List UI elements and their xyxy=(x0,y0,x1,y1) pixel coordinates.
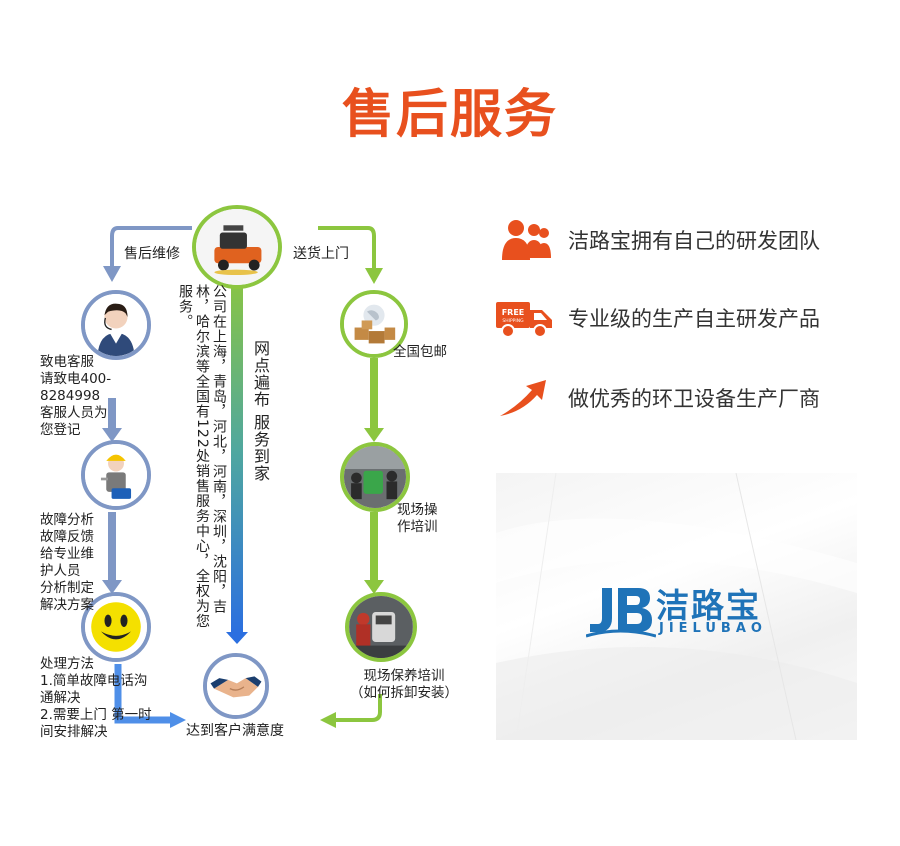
feature-row-manufacturer: 做优秀的环卫设备生产厂商 xyxy=(494,376,874,420)
left-step-call: 致电客服 请致电400- 8284998 客服人员为 您登记 xyxy=(40,354,112,438)
right-branch-arc xyxy=(318,226,376,270)
right-branch-arrowhead xyxy=(365,268,383,284)
left-branch-arc xyxy=(110,226,192,268)
page-title: 售后服务 xyxy=(341,85,558,145)
feature-row-team: 洁路宝拥有自己的研发团队 xyxy=(494,218,874,262)
operation-training-photo xyxy=(344,446,406,508)
smiley-face-icon xyxy=(85,596,147,658)
paper-texture xyxy=(496,473,857,740)
svg-text:SHIPPING: SHIPPING xyxy=(502,318,524,324)
left-arrowhead-2 xyxy=(102,580,122,594)
center-vertical-info: 公司在上海，青岛，河北，河南，深圳，沈阳，吉林，哈尔滨等全国有122处销售服务中… xyxy=(177,284,227,629)
handshake-icon xyxy=(207,657,265,715)
handshake-circle xyxy=(203,653,269,719)
maintenance-training-circle xyxy=(345,592,417,662)
brand-logo-image: 洁路宝 JIELUBAO xyxy=(496,473,857,740)
jb-logo-mark xyxy=(586,588,656,638)
left-bottom-arrowhead xyxy=(170,712,186,728)
customer-service-circle xyxy=(81,290,151,360)
arrow-up-icon xyxy=(494,376,556,420)
packages-globe-icon xyxy=(344,294,404,354)
feature-row-production: FREE SHIPPING 专业级的生产自主研发产品 xyxy=(494,296,874,340)
center-arrow-shaft xyxy=(231,272,243,634)
sweeper-machine-circle xyxy=(192,205,282,289)
left-bottom-connector xyxy=(114,664,170,724)
right-connector-2 xyxy=(370,512,378,582)
right-step-operation: 现场操 作培训 xyxy=(397,502,438,535)
feature-label-team: 洁路宝拥有自己的研发团队 xyxy=(568,229,820,253)
left-branch-arrowhead xyxy=(103,266,121,282)
left-step-handling: 处理方法 1.简单故障电话沟 通解决 2.需要上门 第一时 间安排解决 xyxy=(40,656,152,740)
right-step-maintenance: 现场保养培训 （如何拆卸安装） xyxy=(350,668,458,701)
customer-service-agent-icon xyxy=(85,294,147,356)
svg-text:FREE: FREE xyxy=(502,308,525,317)
branch-right-label: 送货上门 xyxy=(293,246,349,262)
repair-worker-icon xyxy=(85,444,147,506)
operation-training-circle xyxy=(340,442,410,512)
right-arrowhead-1 xyxy=(364,428,384,442)
end-label: 达到客户满意度 xyxy=(186,723,284,739)
feature-label-production: 专业级的生产自主研发产品 xyxy=(568,307,820,331)
right-connector-1 xyxy=(370,358,378,430)
left-connector-1 xyxy=(108,398,116,428)
center-arrowhead xyxy=(226,632,248,644)
repair-worker-circle xyxy=(81,440,151,510)
left-step-analysis: 故障分析 故障反馈 给专业维 护人员 分析制定 解决方案 xyxy=(40,512,94,613)
right-bottom-arrowhead xyxy=(320,712,336,728)
logo-chinese-name: 洁路宝 xyxy=(656,586,761,625)
right-bottom-connector xyxy=(334,694,382,722)
left-arrowhead-1 xyxy=(102,428,122,442)
packages-circle xyxy=(340,290,408,358)
team-icon xyxy=(494,218,556,262)
right-step-shipping: 全国包邮 xyxy=(393,344,447,360)
left-connector-2 xyxy=(108,512,116,582)
free-shipping-truck-icon: FREE SHIPPING xyxy=(494,296,556,340)
smiley-circle xyxy=(81,592,151,662)
center-vertical-main: 网点遍布 服务到家 xyxy=(251,340,270,483)
right-arrowhead-2 xyxy=(364,580,384,594)
branch-left-label: 售后维修 xyxy=(124,246,180,262)
logo-english-name: JIELUBAO xyxy=(659,621,767,636)
sweeper-machine-icon xyxy=(196,209,278,285)
feature-label-manufacturer: 做优秀的环卫设备生产厂商 xyxy=(568,387,820,411)
maintenance-training-photo xyxy=(349,596,413,658)
